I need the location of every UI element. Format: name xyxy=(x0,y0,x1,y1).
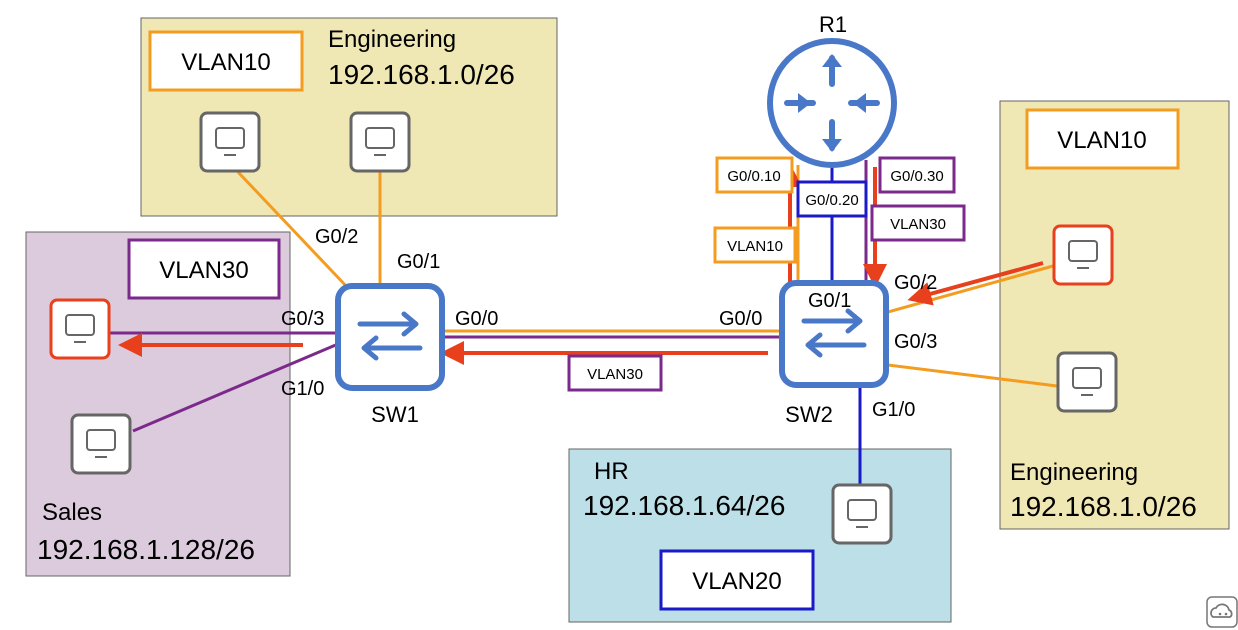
tag-vlan30-r1-box xyxy=(870,204,966,242)
sales-name: Sales xyxy=(42,499,102,526)
sw2-port-g10: G1/0 xyxy=(872,399,915,421)
pc-engineering-top-1[interactable] xyxy=(199,111,261,173)
pc-icon xyxy=(831,483,893,545)
tag-vlan30-r1-label: VLAN30 xyxy=(890,216,946,233)
subif-g0-10-box xyxy=(715,156,794,194)
pc-icon xyxy=(70,413,132,475)
subif-g0-20-label: G0/0.20 xyxy=(805,192,858,209)
vlan10-label-right: VLAN10 xyxy=(1057,127,1146,154)
tag-vlan30-trunk-box xyxy=(567,354,663,392)
vlan10-label-top: VLAN10 xyxy=(181,49,270,76)
vlan30-box-sales xyxy=(127,238,281,300)
pc-icon xyxy=(349,111,411,173)
hr-name: HR xyxy=(594,458,629,485)
sales-subnet: 192.168.1.128/26 xyxy=(37,534,255,565)
sw2-label: SW2 xyxy=(785,402,833,427)
engineering-right-subnet: 192.168.1.0/26 xyxy=(1010,491,1197,522)
engineering-right-zone xyxy=(999,100,1230,530)
sw1-port-g02: G0/2 xyxy=(315,226,358,248)
vlan20-label-hr: VLAN20 xyxy=(692,568,781,595)
engineering-top-subnet: 192.168.1.0/26 xyxy=(328,59,515,90)
engineering-right-name: Engineering xyxy=(1010,459,1138,486)
subif-g0-10-label: G0/0.10 xyxy=(727,168,780,185)
vlan20-box-hr xyxy=(659,549,815,611)
subif-g0-30-label: G0/0.30 xyxy=(890,168,943,185)
pc-engineering-right-1[interactable] xyxy=(1052,224,1114,286)
hr-subnet: 192.168.1.64/26 xyxy=(583,490,785,521)
pc-icon xyxy=(1052,224,1114,286)
arrow-pc-to-sw2 xyxy=(907,261,1044,306)
vlan30-label-sales: VLAN30 xyxy=(159,257,248,284)
switch-sw1[interactable] xyxy=(335,283,445,391)
pc-engineering-top-2[interactable] xyxy=(349,111,411,173)
tag-vlan10-r1-box xyxy=(713,226,797,264)
pc-hr[interactable] xyxy=(831,483,893,545)
pc-sales-2[interactable] xyxy=(70,413,132,475)
switch-icon xyxy=(779,280,889,388)
pc-icon xyxy=(49,298,111,360)
pc-engineering-right-2[interactable] xyxy=(1056,351,1118,413)
router-label: R1 xyxy=(819,12,847,37)
router-r1[interactable] xyxy=(767,38,897,168)
subif-g0-20-box xyxy=(796,180,868,218)
vlan10-box-right xyxy=(1025,108,1180,170)
pc-sales-1[interactable] xyxy=(49,298,111,360)
sw1-port-g00: G0/0 xyxy=(455,308,498,330)
tag-vlan10-r1-label: VLAN10 xyxy=(727,238,783,255)
sw2-port-g02: G0/2 xyxy=(894,272,937,294)
sw1-port-g01: G0/1 xyxy=(397,251,440,273)
sw1-port-g03: G0/3 xyxy=(281,308,324,330)
pc-icon xyxy=(1056,351,1118,413)
engineering-top-name: Engineering xyxy=(328,26,456,53)
sw2-port-g00: G0/0 xyxy=(719,308,762,330)
switch-sw2[interactable] xyxy=(779,280,889,388)
vlan10-box-top xyxy=(148,30,304,92)
tag-vlan30-trunk-label: VLAN30 xyxy=(587,366,643,383)
pc-icon xyxy=(199,111,261,173)
link-sales-pc2-sw1 xyxy=(132,342,339,433)
subif-g0-30-box xyxy=(878,156,956,194)
link-sw2-g03 xyxy=(887,363,1058,388)
link-pc-sw1-g02 xyxy=(236,170,350,290)
cloud-logo-icon xyxy=(1206,596,1238,628)
sw1-port-g10: G1/0 xyxy=(281,378,324,400)
router-icon xyxy=(767,38,897,168)
sw2-port-g03: G0/3 xyxy=(894,331,937,353)
sw2-port-g01: G0/1 xyxy=(808,290,851,312)
sw1-label: SW1 xyxy=(371,402,419,427)
switch-icon xyxy=(335,283,445,391)
